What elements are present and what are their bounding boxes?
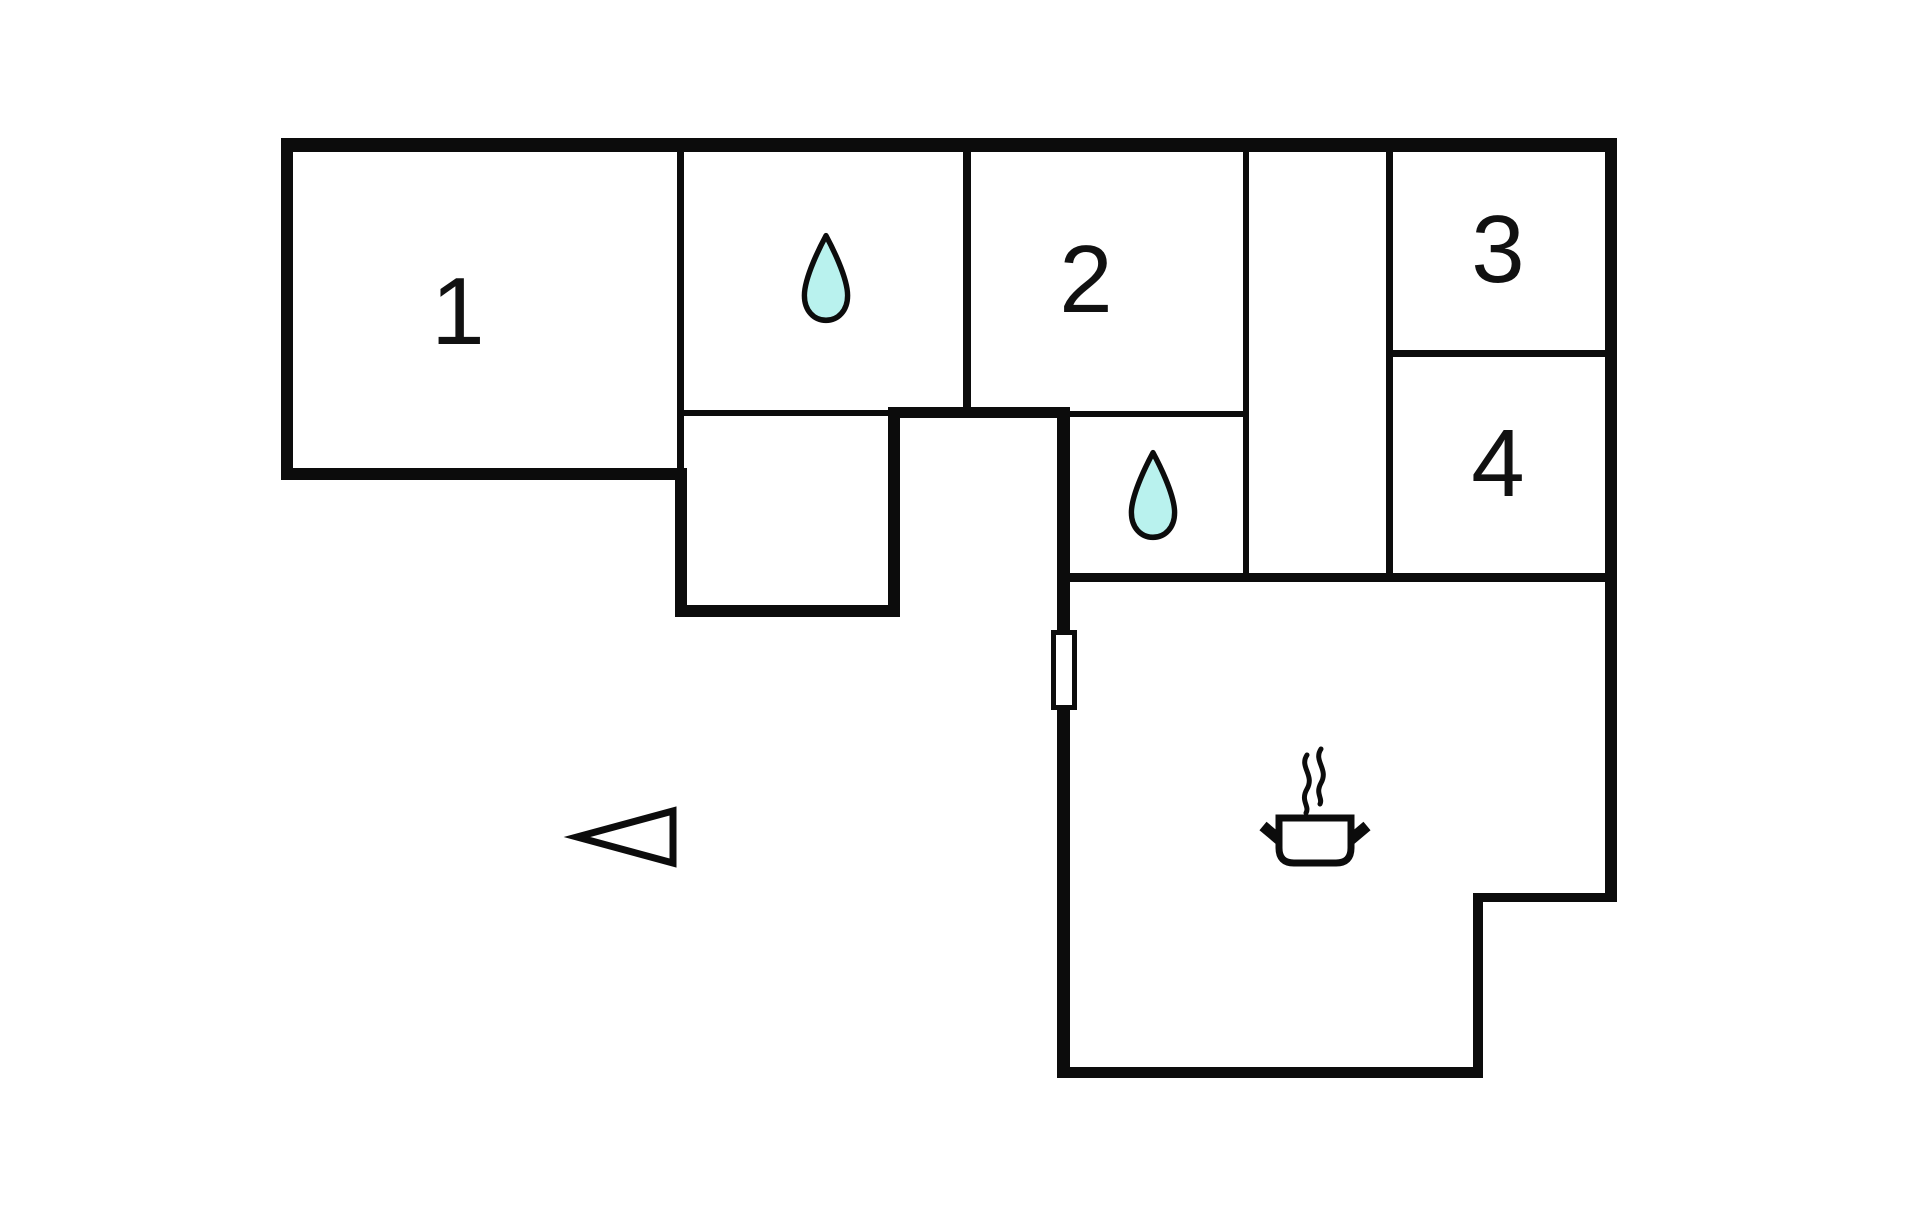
water-drop-shape [1128, 449, 1178, 541]
wall-room1-bath-divider [677, 152, 684, 468]
wall-corridor-right [1386, 152, 1393, 577]
left-arrow-icon [563, 806, 677, 868]
wall-room1-bottom [281, 468, 687, 480]
wall-bath1-bottom [680, 410, 892, 416]
wall-outer-top [281, 138, 1617, 152]
wall-corridor-left [1243, 152, 1249, 577]
wall-notch-top [888, 407, 1070, 418]
wall-kitchen-top [1057, 573, 1610, 582]
door-marker [1051, 630, 1077, 710]
room-label-3: 3 [1471, 196, 1525, 303]
wall-smallroom-left [675, 468, 687, 617]
wall-outer-left [281, 138, 293, 480]
water-drop-icon [801, 232, 851, 324]
wall-kitchen-left-lower [1057, 708, 1070, 1078]
room-label-1: 1 [431, 258, 485, 365]
room-label-4: 4 [1471, 410, 1525, 517]
wall-smallroom-right [888, 407, 900, 617]
water-drop-shape [801, 232, 851, 324]
cooking-pot-icon [1259, 746, 1371, 867]
wall-bath1-room2-divider [963, 152, 971, 414]
wall-outer-right [1605, 138, 1617, 902]
pot-body [1275, 814, 1355, 867]
wall-kitchen-step-vertical [1473, 893, 1483, 1078]
steam-line [1316, 746, 1326, 807]
wall-bath2-top [1064, 411, 1248, 417]
wall-kitchen-step-horizontal [1473, 893, 1617, 902]
wall-kitchen-bottom [1057, 1067, 1483, 1078]
steam-line [1301, 752, 1312, 816]
water-drop-icon [1128, 449, 1178, 541]
room-label-2: 2 [1059, 226, 1113, 333]
wall-smallroom-bottom [675, 605, 900, 617]
wall-room3-room4-divider [1393, 350, 1605, 357]
